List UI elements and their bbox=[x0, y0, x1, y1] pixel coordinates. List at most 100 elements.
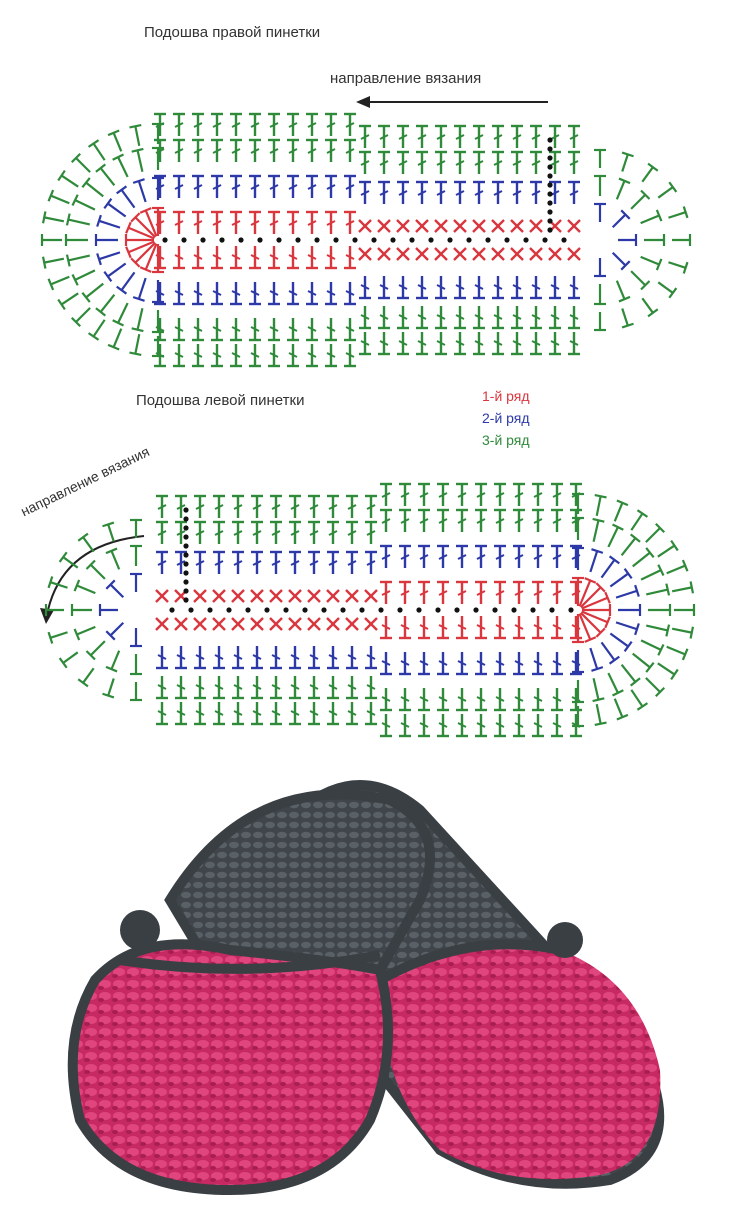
stitch-symbol bbox=[230, 210, 242, 234]
stitch-symbol bbox=[152, 244, 164, 274]
stitch-symbol bbox=[581, 591, 611, 610]
stitch-symbol bbox=[232, 550, 244, 574]
stitch-symbol bbox=[213, 676, 225, 700]
stitch-symbol bbox=[251, 676, 263, 700]
stitch-symbol bbox=[344, 318, 356, 342]
stitch-symbol bbox=[454, 306, 466, 330]
stitch-symbol bbox=[130, 628, 142, 648]
stitch-symbol bbox=[194, 550, 206, 574]
stitch-symbol bbox=[657, 281, 678, 299]
stitch-symbol bbox=[399, 482, 411, 506]
stitch-symbol bbox=[154, 210, 166, 234]
stitch-symbol bbox=[174, 617, 188, 631]
stitch-symbol bbox=[399, 544, 411, 568]
chain-dot bbox=[257, 237, 263, 243]
stitch-symbol bbox=[359, 150, 371, 174]
stitch-symbol bbox=[212, 617, 226, 631]
stitch-symbol bbox=[105, 579, 125, 599]
stitch-symbol bbox=[548, 247, 562, 261]
stitch-symbol bbox=[308, 702, 320, 726]
stitch-symbol bbox=[325, 318, 337, 342]
stitch-symbol bbox=[249, 246, 261, 270]
stitch-symbol bbox=[396, 247, 410, 261]
stitch-symbol bbox=[344, 112, 356, 136]
stitch-symbol bbox=[399, 688, 411, 712]
stitch-symbol bbox=[435, 276, 447, 300]
stitch-symbol bbox=[270, 702, 282, 726]
chain-dot bbox=[547, 209, 553, 215]
stitch-symbol bbox=[648, 604, 672, 616]
chain-dot bbox=[183, 534, 189, 540]
stitch-symbol bbox=[646, 624, 671, 637]
stitch-symbol bbox=[437, 688, 449, 712]
stitch-symbol bbox=[175, 676, 187, 700]
stitch-symbol bbox=[211, 318, 223, 342]
left-sole-diagram bbox=[44, 482, 696, 738]
slipper-front bbox=[67, 789, 435, 1196]
legend-row-1: 1-й ряд bbox=[482, 388, 530, 404]
stitch-symbol bbox=[475, 616, 487, 640]
stitch-symbol bbox=[129, 123, 142, 147]
stitch-symbol bbox=[249, 318, 261, 342]
stitch-symbol bbox=[418, 688, 430, 712]
stitch-symbol bbox=[491, 247, 505, 261]
stitch-symbol bbox=[510, 219, 524, 233]
stitch-symbol bbox=[251, 520, 263, 544]
stitch-symbol bbox=[325, 174, 337, 198]
stitch-symbol bbox=[475, 688, 487, 712]
stitch-symbol bbox=[399, 616, 411, 640]
stitch-symbol bbox=[380, 544, 392, 568]
stitch-symbol bbox=[578, 577, 597, 607]
stitch-symbol bbox=[365, 550, 377, 574]
stitch-symbol bbox=[152, 206, 164, 236]
stitch-symbol bbox=[40, 234, 62, 246]
stitch-symbol bbox=[454, 332, 466, 356]
stitch-symbol bbox=[513, 508, 525, 532]
stitch-symbol bbox=[581, 610, 611, 629]
chain-dot bbox=[302, 607, 308, 613]
stitch-symbol bbox=[532, 544, 544, 568]
stitch-symbol bbox=[475, 580, 487, 604]
chain-dot bbox=[473, 607, 479, 613]
stitch-symbol bbox=[194, 646, 206, 670]
chain-dot bbox=[321, 607, 327, 613]
stitch-symbol bbox=[288, 589, 302, 603]
stitch-symbol bbox=[378, 180, 390, 204]
stitch-symbol bbox=[418, 714, 430, 738]
stitch-symbol bbox=[231, 589, 245, 603]
stitch-symbol bbox=[173, 246, 185, 270]
stitch-symbol bbox=[98, 604, 118, 616]
chain-dot bbox=[276, 237, 282, 243]
stitch-symbol bbox=[344, 138, 356, 162]
stitch-symbol bbox=[620, 533, 641, 556]
stitch-symbol bbox=[94, 234, 118, 246]
stitch-symbol bbox=[567, 247, 581, 261]
stitch-symbol bbox=[511, 150, 523, 174]
stitch-symbol bbox=[152, 122, 164, 144]
stitch-symbol bbox=[630, 509, 649, 531]
stitch-symbol bbox=[358, 219, 372, 233]
chain-dot bbox=[547, 227, 553, 233]
stitch-symbol bbox=[380, 482, 392, 506]
stitch-symbol bbox=[154, 138, 166, 162]
stitch-symbol bbox=[551, 580, 563, 604]
stitch-symbol bbox=[399, 508, 411, 532]
stitch-symbol bbox=[325, 112, 337, 136]
stitch-symbol bbox=[213, 550, 225, 574]
stitch-symbol bbox=[306, 138, 318, 162]
stitch-symbol bbox=[270, 494, 282, 518]
stitch-symbol bbox=[568, 332, 580, 356]
stitch-symbol bbox=[578, 613, 597, 643]
stitch-symbol bbox=[365, 702, 377, 726]
stitch-symbol bbox=[47, 631, 68, 644]
stitch-symbol bbox=[65, 254, 90, 267]
chain-dot bbox=[542, 237, 548, 243]
flower-decoration bbox=[120, 910, 160, 950]
stitch-symbol bbox=[249, 282, 261, 306]
stitch-symbol bbox=[132, 277, 147, 302]
stitch-symbol bbox=[194, 494, 206, 518]
stitch-symbol bbox=[473, 150, 485, 174]
stitch-symbol bbox=[640, 639, 665, 656]
stitch-symbol bbox=[456, 714, 468, 738]
chain-dot bbox=[183, 543, 189, 549]
